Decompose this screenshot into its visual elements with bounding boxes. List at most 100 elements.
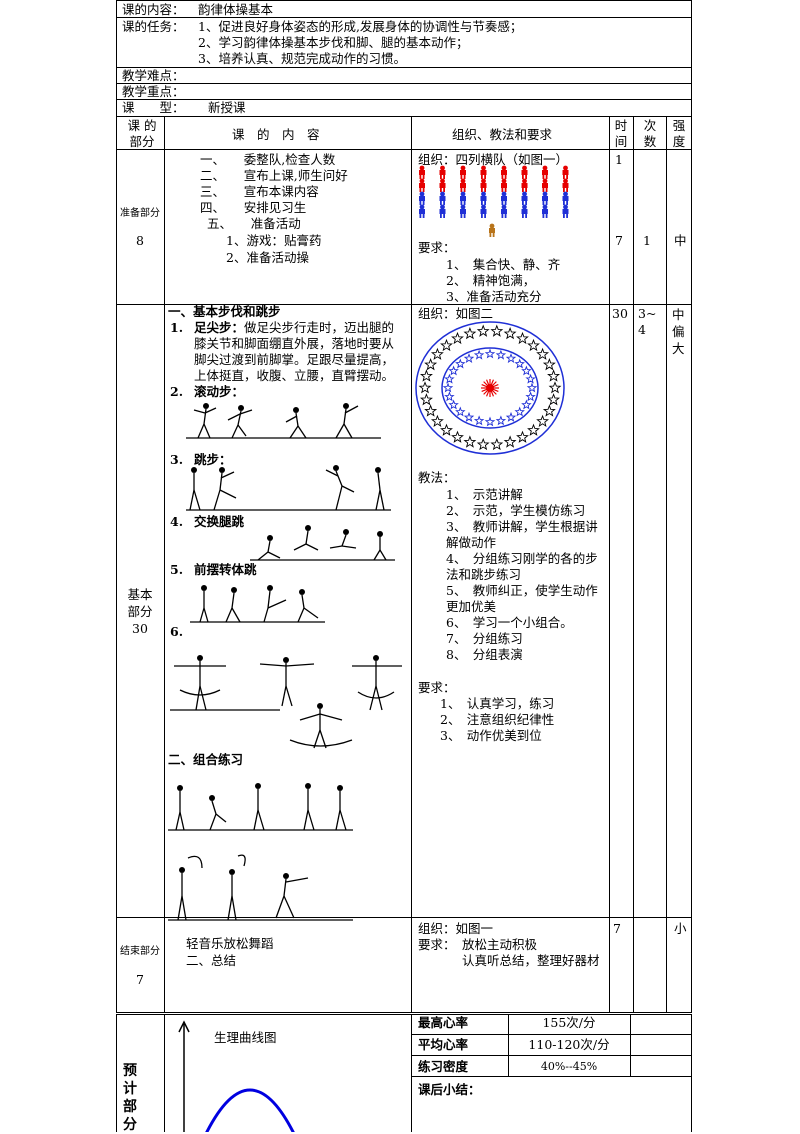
step1-body: 做足尖步行走时，迈出腿的膝关节和脚面绷直外展，落地时要从脚尖过渡到前脚掌。足跟尽… (194, 320, 395, 383)
step1-text: 足尖步：做足尖步行走时，迈出腿的膝关节和脚面绷直外展，落地时要从脚尖过渡到前脚掌… (194, 320, 406, 384)
density-value: 40%--45% (540, 1060, 598, 1073)
student-blue-figure (419, 191, 425, 205)
student-star-inner (484, 416, 496, 427)
student-red-figure (521, 178, 528, 192)
student-star-outer (463, 327, 477, 340)
step4-title: 交换腿跳 (194, 514, 245, 529)
student-star-inner (463, 353, 475, 364)
student-star-inner (514, 358, 525, 369)
student-star-outer (418, 381, 432, 394)
student-star-outer (430, 347, 444, 360)
student-star-outer (440, 423, 453, 436)
task-2: 2、学习韵律体操基本步伐和脚、腿的基本动作； (198, 35, 469, 50)
student-star-inner (463, 411, 475, 422)
step2-num: 2. (170, 384, 184, 399)
step3-title: 跳步： (194, 452, 232, 467)
prep-req-3: 3、准备活动充分 (446, 289, 542, 304)
method-3: 3、 教师讲解，学生根据讲解做动作 (446, 519, 598, 550)
prep-item-2: 二、 宣布上课,师生问好 (200, 168, 348, 183)
prep-org-title: 组织：四列横队（如图一） (418, 152, 569, 167)
method-4: 4、 分组练习刚学的各的步法和跳步练习 (446, 551, 598, 582)
sun-icon (481, 379, 499, 397)
max-hr-label: 最高心率 (418, 1015, 469, 1030)
student-star-outer (430, 414, 444, 428)
student-star-inner (448, 399, 459, 410)
col-part: 课 的 部分 (127, 118, 157, 149)
step6-num: 6. (170, 624, 184, 639)
prep-req-2: 2、 精神饱满， (446, 273, 536, 288)
student-star-outer (516, 430, 529, 443)
basic-req-2: 2、 注意组织纪律性 (440, 712, 555, 727)
basic-intensity: 中 偏 大 (672, 307, 685, 356)
student-star-outer (516, 331, 529, 345)
student-star-outer (548, 381, 562, 394)
student-star-outer (547, 369, 561, 382)
task-label: 课的任务： (122, 19, 185, 34)
prep-item-4: 四、 安排见习生 (200, 200, 307, 215)
col-intensity: 强 度 (672, 118, 686, 149)
col-time: 时 间 (614, 118, 628, 149)
student-blue-figure (521, 191, 528, 205)
student-star-outer (503, 327, 517, 340)
student-blue-figure (521, 204, 528, 218)
student-red-figure (521, 165, 528, 179)
key-label: 教学重点： (122, 84, 185, 99)
task-1: 1、促进良好身体姿态的形成,发展身体的协调性与节奏感； (198, 19, 523, 34)
step1-num: 1. (170, 320, 184, 335)
student-star-outer (490, 324, 504, 337)
student-star-inner (505, 411, 517, 422)
ending-req-2: 认真听总结，整理好器材 (462, 953, 600, 968)
switch-leg-jump-figures (250, 525, 395, 561)
basic-label: 基本 部分 30 (127, 587, 153, 636)
method-6: 6、 学习一个小组合。 (446, 615, 573, 630)
method-label: 教法： (418, 470, 456, 485)
ending-item-2: 二、总结 (186, 953, 237, 968)
inner-ring (441, 347, 539, 429)
student-star-inner (455, 406, 466, 417)
student-red-figure (501, 165, 507, 179)
student-red-figure (439, 178, 446, 192)
student-star-outer (503, 435, 517, 448)
ending-time: 7 (613, 921, 621, 936)
student-blue-figure (439, 191, 446, 205)
content-label: 课的内容： (122, 2, 185, 17)
ending-org: 组织：如图一 (418, 921, 494, 936)
teacher-figure (489, 223, 495, 237)
student-star-outer (476, 437, 490, 451)
student-star-outer (440, 338, 453, 352)
student-red-figure (501, 178, 507, 192)
step4-num: 4. (170, 514, 184, 529)
method-1: 1、 示范讲解 (446, 487, 523, 502)
student-star-outer (451, 331, 464, 345)
col-count: 次 数 (643, 118, 657, 149)
summary-label: 课后小结： (418, 1082, 481, 1097)
prep-item-3: 三、 宣布本课内容 (200, 184, 319, 199)
student-blue-figure (460, 204, 466, 218)
student-star-outer (424, 404, 438, 417)
basic-req-1: 1、 认真学习，练习 (440, 696, 555, 711)
basic-section1-title: 一、基本步伐和跳步 (168, 304, 281, 319)
student-star-inner (525, 373, 536, 384)
basic-section2-title: 二、组合练习 (168, 752, 244, 767)
student-blue-figure (542, 191, 548, 205)
prep-req-label: 要求： (418, 240, 456, 255)
step2-title: 滚动步： (194, 384, 245, 399)
student-red-figure (480, 165, 487, 179)
curve-axis-arrow (178, 1020, 190, 1033)
student-star-outer (451, 430, 464, 443)
basic-req-3: 3、 动作优美到位 (440, 728, 542, 743)
front-swing-turn-figures (190, 585, 325, 623)
prep-count: 1 (643, 233, 651, 248)
student-blue-figure (501, 204, 507, 218)
student-star-inner (473, 349, 485, 360)
student-blue-figure (501, 191, 507, 205)
prep-time: 1 (615, 152, 623, 167)
col-org: 组织、教法和要求 (452, 127, 553, 142)
formation-diagram (419, 165, 569, 237)
prep-intensity: 中 (674, 233, 687, 248)
student-blue-figure (460, 191, 466, 205)
prep-item-5: 五、 准备活动 (207, 216, 301, 231)
arm-wave-figures (170, 655, 402, 749)
avg-hr-label: 平均心率 (418, 1037, 469, 1052)
student-star-inner (521, 365, 532, 376)
